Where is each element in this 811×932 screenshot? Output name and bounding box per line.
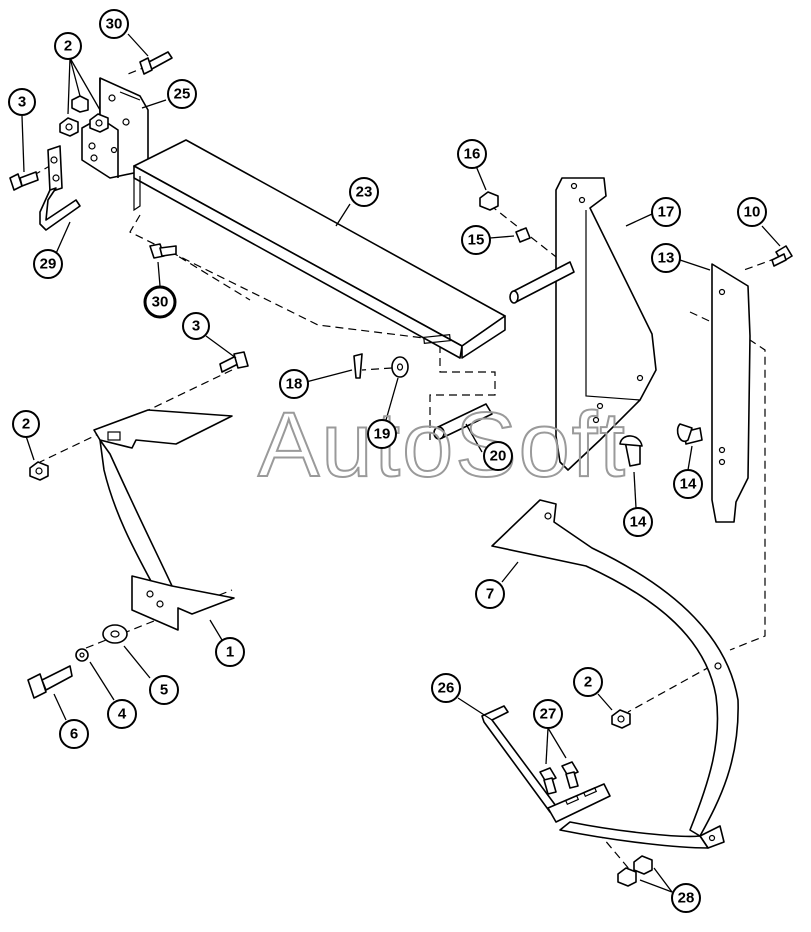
clip-15 [515, 227, 531, 243]
nut-16 [479, 191, 499, 211]
rod-26 [481, 705, 557, 813]
callout-label: 2 [64, 38, 72, 55]
washer-19 [391, 356, 409, 378]
callout-4: 4 [107, 699, 137, 729]
callout-18: 18 [279, 369, 309, 399]
callout-label: 30 [152, 294, 169, 311]
callout-label: 2 [584, 674, 592, 691]
callout-label: 17 [658, 204, 675, 221]
pin-29 [39, 145, 81, 231]
bolt-30-upper [139, 51, 173, 75]
bolt-6 [27, 665, 73, 699]
callout-label: 25 [174, 86, 191, 103]
callout-1: 1 [215, 637, 245, 667]
callout-label: 16 [464, 146, 481, 163]
callout-label: 23 [356, 184, 373, 201]
callout-23: 23 [349, 177, 379, 207]
strap-7 [491, 499, 739, 849]
plate-17 [509, 177, 657, 471]
nuts-28 [617, 855, 653, 887]
callout-label: 26 [438, 680, 455, 697]
callout-label: 14 [630, 514, 647, 531]
callout-10: 10 [737, 197, 767, 227]
callout-label: 10 [744, 204, 761, 221]
callout-19: 19 [367, 419, 397, 449]
callout-14-right: 14 [673, 469, 703, 499]
callout-label: 28 [678, 890, 695, 907]
callout-29: 29 [33, 249, 63, 279]
callout-20: 20 [483, 441, 513, 471]
callout-label: 1 [226, 644, 234, 661]
callout-3-mid: 3 [182, 312, 210, 340]
callout-2-right: 2 [573, 667, 603, 697]
callout-13: 13 [651, 243, 681, 273]
callout-6: 6 [59, 719, 89, 749]
callout-30-upper: 30 [99, 9, 129, 39]
callout-25: 25 [167, 79, 197, 109]
callout-label: 4 [118, 706, 127, 723]
watermark-text: AutoSoft [258, 394, 627, 496]
pin-20 [433, 403, 493, 440]
callout-15: 15 [461, 225, 491, 255]
callout-7: 7 [475, 579, 505, 609]
washer-5 [102, 624, 128, 644]
nut-2-left [29, 461, 49, 481]
callout-label: 19 [374, 426, 391, 443]
callout-17: 17 [651, 197, 681, 227]
callout-label: 27 [540, 706, 557, 723]
callout-5: 5 [149, 675, 179, 705]
callout-label: 7 [486, 586, 494, 603]
callout-label: 14 [680, 476, 697, 493]
bolt-3-mid [219, 351, 249, 373]
nut-2-upper [59, 95, 109, 137]
callout-16: 16 [457, 139, 487, 169]
callout-27: 27 [533, 699, 563, 729]
bolt-30-lower [149, 243, 177, 259]
callout-3-left: 3 [8, 88, 36, 116]
bolt-14-center [619, 435, 643, 467]
leader-lines [21, 33, 781, 893]
callout-label: 3 [192, 318, 200, 335]
callout-label: 5 [160, 682, 168, 699]
callout-14-center: 14 [623, 507, 653, 537]
callout-label: 15 [468, 232, 485, 249]
callout-label: 3 [18, 94, 26, 111]
strip-13 [711, 263, 751, 523]
callout-2-left: 2 [12, 410, 40, 438]
bolt-14-right [676, 423, 703, 445]
bolt-10 [771, 245, 793, 267]
lockwasher-4 [75, 648, 89, 662]
bracket-25 [81, 77, 149, 179]
callout-label: 20 [490, 448, 507, 465]
channel-23 [133, 139, 506, 359]
callout-label: 6 [70, 726, 78, 743]
callout-30-lower: 30 [143, 285, 177, 319]
pin-18 [353, 353, 363, 379]
callout-label: 2 [22, 416, 30, 433]
bolt-3-left [9, 171, 39, 191]
callout-28: 28 [671, 883, 701, 913]
bolts-27 [539, 761, 579, 795]
callout-label: 30 [106, 16, 123, 33]
callout-26: 26 [431, 673, 461, 703]
callout-2-upper: 2 [54, 32, 82, 60]
callout-label: 13 [658, 250, 675, 267]
clamp-plate-26 [547, 783, 611, 823]
strap-bracket-1 [93, 409, 235, 631]
callout-label: 29 [40, 256, 57, 273]
callout-label: 18 [286, 376, 303, 393]
nut-2-right [611, 709, 631, 729]
